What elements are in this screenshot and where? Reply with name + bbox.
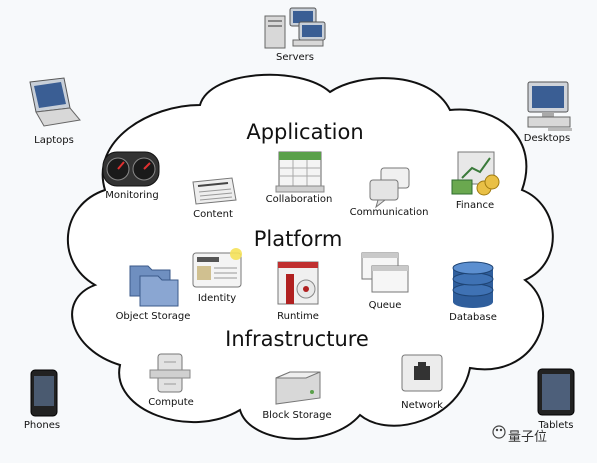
network-icon bbox=[401, 354, 443, 392]
collaboration-label: Collaboration bbox=[265, 194, 333, 205]
communication-icon bbox=[369, 167, 410, 209]
content-label: Content bbox=[193, 209, 233, 220]
queue-label: Queue bbox=[368, 300, 402, 311]
monitoring-label: Monitoring bbox=[105, 190, 159, 201]
communication-label: Communication bbox=[349, 207, 429, 218]
block-storage-icon bbox=[275, 371, 321, 405]
tablets-label: Tablets bbox=[538, 420, 574, 431]
application-heading: Application bbox=[246, 120, 364, 144]
watermark-text: 量子位 bbox=[508, 430, 548, 445]
identity-icon bbox=[192, 248, 242, 288]
phone-icon bbox=[30, 369, 58, 417]
network-label: Network bbox=[401, 400, 443, 411]
tablet-icon bbox=[537, 368, 575, 416]
desktop-icon bbox=[527, 81, 572, 131]
watermark-logo-icon bbox=[492, 425, 506, 439]
database-icon bbox=[452, 261, 494, 308]
identity-label: Identity bbox=[197, 293, 237, 304]
infrastructure-heading: Infrastructure bbox=[225, 327, 369, 351]
servers-icon bbox=[264, 7, 326, 49]
finance-icon bbox=[451, 151, 500, 196]
finance-label: Finance bbox=[455, 200, 495, 211]
cloud-shape bbox=[66, 73, 554, 440]
platform-heading: Platform bbox=[253, 227, 343, 251]
compute-icon bbox=[149, 353, 191, 393]
block-storage-label: Block Storage bbox=[262, 410, 332, 421]
laptop-icon bbox=[29, 77, 81, 127]
queue-icon bbox=[361, 252, 409, 293]
runtime-label: Runtime bbox=[277, 311, 319, 322]
compute-label: Compute bbox=[148, 397, 194, 408]
database-label: Database bbox=[449, 312, 497, 323]
object-storage-label: Object Storage bbox=[115, 311, 191, 322]
runtime-icon bbox=[277, 261, 319, 305]
monitoring-icon bbox=[102, 151, 160, 187]
servers-label: Servers bbox=[275, 52, 315, 63]
laptops-label: Laptops bbox=[34, 135, 74, 146]
collaboration-icon bbox=[275, 151, 325, 193]
content-icon bbox=[192, 177, 237, 205]
object-storage-icon bbox=[129, 265, 179, 307]
phones-label: Phones bbox=[23, 420, 61, 431]
desktops-label: Desktops bbox=[523, 133, 571, 144]
